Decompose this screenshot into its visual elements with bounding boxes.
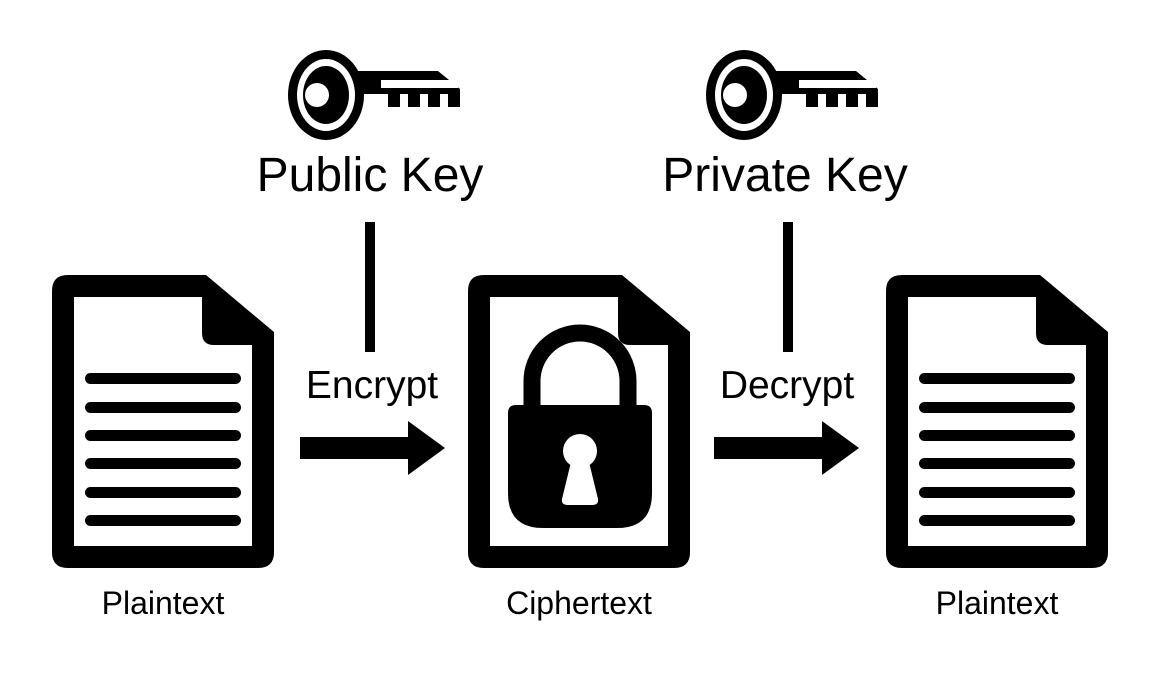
decrypt-label: Decrypt — [719, 364, 855, 407]
plaintext-source-label: Plaintext — [101, 585, 225, 621]
private-key-label: Private Key — [662, 149, 908, 202]
key-icon — [706, 50, 878, 140]
document-icon — [52, 275, 274, 568]
encrypt-label: Encrypt — [305, 364, 439, 407]
arrow-right-icon — [300, 421, 445, 475]
text-lines — [85, 373, 241, 526]
private-key-connector-line — [783, 222, 793, 352]
text-lines — [919, 373, 1075, 526]
ciphertext-label: Ciphertext — [506, 585, 652, 621]
public-key-label: Public Key — [256, 149, 484, 202]
document-icon — [886, 275, 1108, 568]
document-lock-icon — [468, 275, 690, 568]
arrow-right-icon — [714, 421, 859, 475]
plaintext-result-label: Plaintext — [935, 585, 1059, 621]
public-key-connector-line — [365, 222, 375, 352]
padlock-icon — [508, 324, 652, 528]
key-icon — [288, 50, 460, 140]
